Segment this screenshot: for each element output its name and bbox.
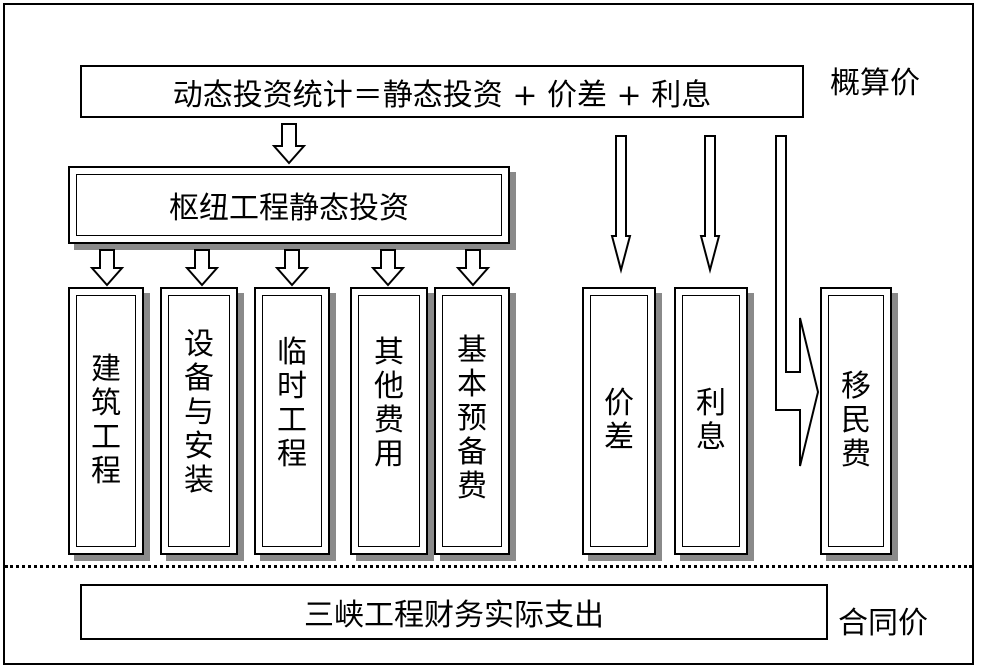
- contract-price-label: 合同价: [838, 606, 928, 641]
- actual-expenditure-box: 三峡工程财务实际支出: [80, 584, 828, 640]
- price-difference-box: 价差: [582, 287, 656, 555]
- interest-box: 利息: [674, 287, 748, 555]
- down-arrow-icon: [89, 249, 125, 287]
- down-arrow-icon: [699, 135, 721, 274]
- down-arrow-icon: [370, 249, 406, 287]
- component-label: 临时工程: [277, 335, 307, 472]
- down-arrow-icon: [184, 249, 220, 287]
- formula-text: 动态投资统计＝静态投资 + 价差 + 利息: [172, 77, 712, 113]
- down-arrow-icon: [455, 249, 491, 287]
- divider-line: [5, 565, 972, 568]
- resettlement-box: 移民费: [820, 287, 892, 555]
- interest-label: 利息: [696, 386, 726, 455]
- formula-box: 动态投资统计＝静态投资 + 价差 + 利息: [80, 65, 804, 118]
- component-label: 其他费用: [374, 335, 404, 472]
- component-box-contingency: 基本预备费: [434, 287, 510, 555]
- component-box-equipment: 设备与安装: [160, 287, 238, 555]
- hub-title: 枢纽工程静态投资: [169, 191, 409, 226]
- actual-expenditure-text: 三峡工程财务实际支出: [304, 598, 604, 633]
- component-box-temporary: 临时工程: [254, 287, 330, 555]
- resettlement-label: 移民费: [841, 369, 871, 472]
- hub-box: 枢纽工程静态投资: [68, 166, 510, 244]
- diagram-frame: [3, 3, 974, 665]
- down-arrow-icon: [610, 135, 632, 274]
- component-label: 建筑工程: [91, 352, 121, 489]
- estimate-price-label: 概算价: [830, 66, 920, 101]
- component-label: 基本预备费: [457, 333, 487, 504]
- component-box-other: 其他费用: [350, 287, 428, 555]
- down-arrow-icon: [274, 249, 310, 287]
- component-label: 设备与安装: [184, 327, 214, 498]
- component-box-construction: 建筑工程: [68, 287, 144, 555]
- down-arrow-icon: [271, 123, 307, 165]
- bent-arrow-icon: [775, 135, 820, 467]
- price-difference-label: 价差: [604, 386, 634, 455]
